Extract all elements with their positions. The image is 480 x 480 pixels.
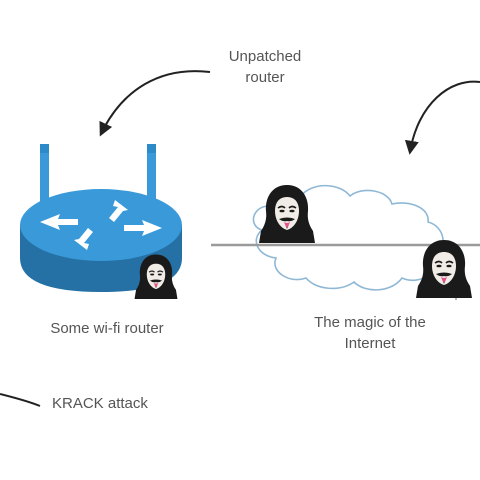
unpatched-router-label: Unpatched router — [228, 48, 302, 86]
unpatched-router-arrow — [99, 70, 211, 137]
internet-arrow — [404, 80, 480, 155]
router-label: Some wi-fi router — [50, 320, 164, 337]
krack-attack-line — [0, 393, 41, 407]
internet-label: The magic of the Internet — [314, 314, 426, 352]
krack-attack-label: KRACK attack — [52, 395, 148, 412]
wifi-router-icon — [20, 144, 182, 292]
